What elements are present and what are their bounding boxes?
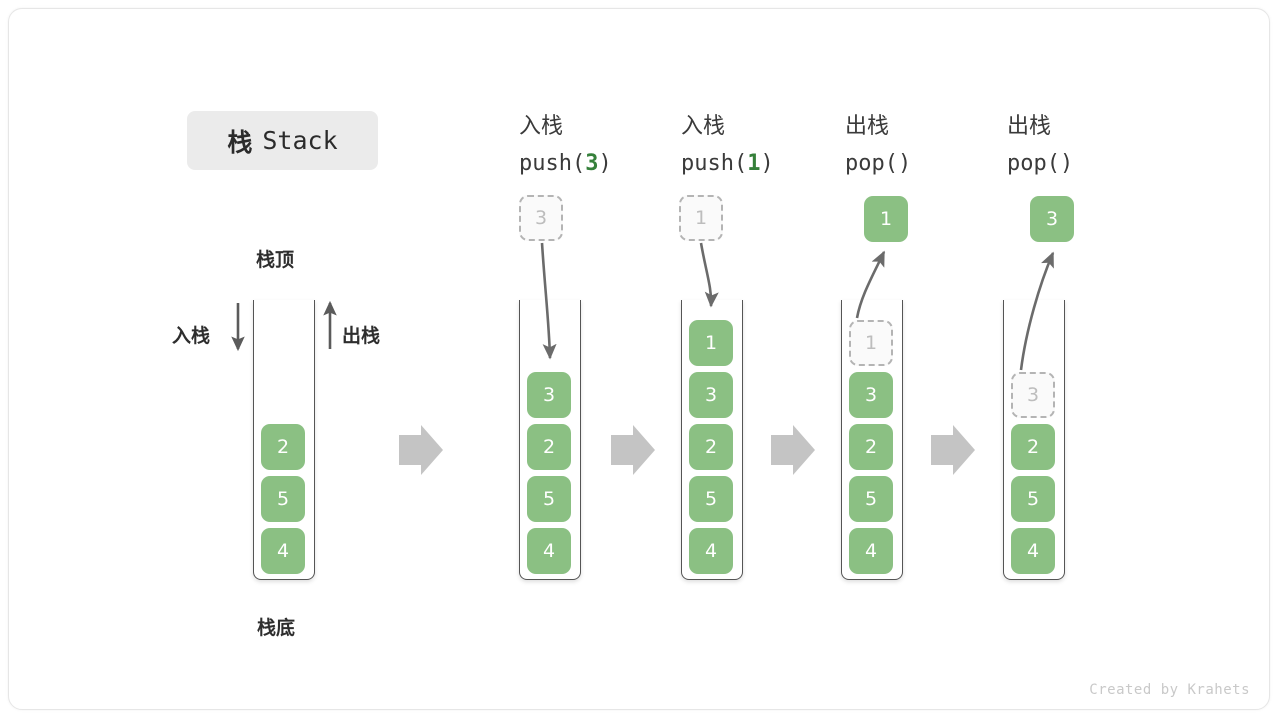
stack-cell: 2 [849, 424, 893, 470]
operation-cjk: 入栈 [681, 113, 726, 138]
operation-code: push(3) [519, 145, 612, 183]
operation-cjk: 出栈 [1007, 113, 1052, 138]
title-latin: Stack [262, 126, 338, 155]
code-prefix: push( [681, 151, 748, 176]
label-stack-bottom: 栈底 [257, 618, 296, 639]
operation-header-push-3: 入栈 push(3) [519, 107, 612, 183]
ghost-cell-push-3: 3 [519, 195, 563, 241]
code-prefix: pop( [1007, 151, 1060, 176]
operation-cjk: 出栈 [845, 113, 890, 138]
stack-cell: 4 [527, 528, 571, 574]
operation-code: pop() [845, 145, 911, 183]
operation-header-push-1: 入栈 push(1) [681, 107, 774, 183]
diagram-title-chip: 栈 Stack [187, 111, 378, 170]
code-number: 3 [585, 151, 599, 176]
popped-value-cell: 3 [1030, 196, 1074, 242]
stack-cell: 4 [261, 528, 305, 574]
stack-cell: 3 [849, 372, 893, 418]
stack-cell: 3 [689, 372, 733, 418]
stack-cell: 3 [527, 372, 571, 418]
code-suffix: ) [1059, 151, 1074, 176]
code-number: 1 [747, 151, 761, 176]
title-cjk: 栈 [227, 128, 254, 157]
ghost-cell-push-1: 1 [679, 195, 723, 241]
operation-code: push(1) [681, 145, 774, 183]
stack-cell: 2 [689, 424, 733, 470]
footer-credit: Created by Krahets [1089, 682, 1250, 698]
code-suffix: ) [760, 151, 774, 176]
label-stack-top: 栈顶 [256, 250, 295, 271]
label-push-side: 入栈 [172, 326, 211, 347]
ghost-cell-pop-3: 3 [1011, 372, 1055, 418]
stack-cell: 5 [1011, 476, 1055, 522]
operation-code: pop() [1007, 145, 1073, 183]
code-prefix: push( [519, 151, 586, 176]
stack-cell: 2 [1011, 424, 1055, 470]
ghost-cell-pop-1: 1 [849, 320, 893, 366]
code-prefix: pop( [845, 151, 898, 176]
label-pop-side: 出栈 [342, 326, 381, 347]
stack-cell: 5 [261, 476, 305, 522]
stack-cell: 5 [689, 476, 733, 522]
stack-cell: 4 [849, 528, 893, 574]
stack-cell: 5 [527, 476, 571, 522]
stack-cell: 1 [689, 320, 733, 366]
operation-header-pop-3: 出栈 pop() [1007, 107, 1073, 183]
code-suffix: ) [598, 151, 612, 176]
operation-header-pop-1: 出栈 pop() [845, 107, 911, 183]
operation-cjk: 入栈 [519, 113, 564, 138]
stack-cell: 2 [527, 424, 571, 470]
stack-cell: 2 [261, 424, 305, 470]
stack-cell: 4 [689, 528, 733, 574]
stack-cell: 4 [1011, 528, 1055, 574]
stack-cell: 5 [849, 476, 893, 522]
popped-value-cell: 1 [864, 196, 908, 242]
code-suffix: ) [897, 151, 912, 176]
